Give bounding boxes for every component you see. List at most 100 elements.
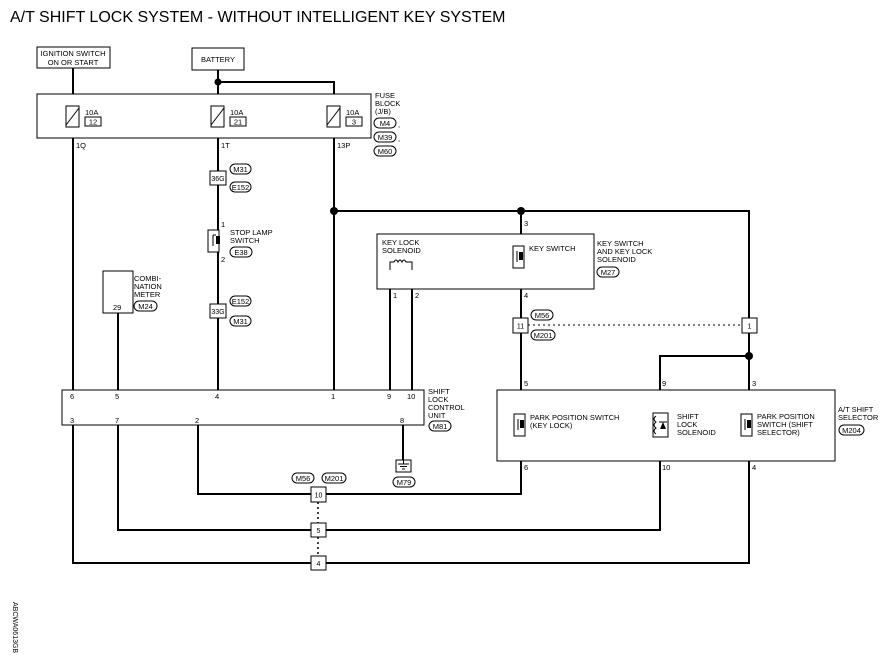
svg-text:2: 2 [415, 291, 419, 300]
battery-label: BATTERY [201, 55, 235, 64]
svg-text:6: 6 [70, 392, 74, 401]
svg-text:4: 4 [317, 561, 321, 568]
svg-text:SWITCH (SHIFT: SWITCH (SHIFT [757, 420, 813, 429]
svg-text:SHIFT: SHIFT [677, 412, 699, 421]
fuse-2: 10A 21 1T [210, 105, 247, 150]
svg-text:3: 3 [70, 416, 74, 425]
svg-text:,: , [398, 134, 400, 143]
side-code: ABCWA0613GB [11, 602, 18, 653]
svg-text:LOCK: LOCK [677, 420, 697, 429]
svg-text:4: 4 [524, 291, 528, 300]
svg-text:5: 5 [115, 392, 119, 401]
junction-dot [517, 207, 525, 215]
shift-lock-control-unit: 6 5 4 1 9 10 3 7 2 8 SHIFT LOCK CONTROL … [61, 387, 465, 432]
svg-text:8: 8 [400, 416, 404, 425]
connector-m79: M79 [397, 478, 412, 487]
fuse-3: 10A 3 13P [326, 105, 363, 150]
key-lock-solenoid-coil [389, 259, 413, 270]
svg-text:(KEY LOCK): (KEY LOCK) [530, 421, 573, 430]
connector-33g: 33G E152 M31 [209, 295, 252, 327]
connector-m60: M60 [378, 147, 393, 156]
svg-text:2: 2 [195, 416, 199, 425]
connector-e38: E38 [234, 248, 247, 257]
svg-text:5: 5 [524, 379, 528, 388]
svg-text:29: 29 [113, 303, 121, 312]
svg-text:3: 3 [352, 118, 356, 127]
svg-text:PARK POSITION SWITCH: PARK POSITION SWITCH [530, 413, 619, 422]
svg-text:SHIFT: SHIFT [428, 387, 450, 396]
at-shift-selector: 5 9 3 6 10 4 PARK POSITION SWITCH (KEY L… [496, 379, 879, 472]
svg-text:KEY SWITCH: KEY SWITCH [597, 239, 644, 248]
connector-m39: M39 [378, 133, 393, 142]
svg-text:PARK POSITION: PARK POSITION [757, 412, 815, 421]
svg-text:CONTROL: CONTROL [428, 403, 465, 412]
connector-36g: 36G M31 E152 [209, 163, 252, 193]
connector-m27: M27 [601, 268, 616, 277]
svg-text:3: 3 [524, 219, 528, 228]
svg-text:4: 4 [215, 392, 219, 401]
svg-text:1: 1 [221, 220, 225, 229]
svg-text:SOLENOID: SOLENOID [597, 255, 636, 264]
svg-text:SELECTOR): SELECTOR) [757, 428, 800, 437]
stop-lamp-switch: 1 2 STOP LAMP SWITCH E38 [207, 220, 273, 264]
svg-text:36G: 36G [211, 176, 224, 183]
svg-text:M56: M56 [296, 474, 311, 483]
svg-text:M56: M56 [535, 311, 550, 320]
svg-text:KEY SWITCH: KEY SWITCH [529, 244, 576, 253]
svg-text:9: 9 [387, 392, 391, 401]
svg-text:12: 12 [89, 118, 97, 127]
svg-text:,: , [398, 120, 400, 129]
svg-text:10A: 10A [230, 108, 243, 117]
joint-connector-11: 11 M56 M201 [512, 309, 556, 341]
ground-symbol: M79 [392, 459, 416, 488]
junction-dot [214, 78, 222, 86]
battery-box: BATTERY [191, 47, 245, 71]
svg-text:KEY LOCK: KEY LOCK [382, 238, 419, 247]
svg-text:M31: M31 [233, 165, 248, 174]
svg-text:2: 2 [221, 255, 225, 264]
svg-text:10: 10 [315, 493, 323, 500]
ignition-label-1: IGNITION SWITCH [41, 49, 106, 58]
svg-text:UNIT: UNIT [428, 411, 446, 420]
svg-text:10A: 10A [85, 108, 98, 117]
svg-text:METER: METER [134, 290, 161, 299]
joint-connector-1: 1 [741, 317, 758, 334]
ignition-switch-box: IGNITION SWITCH ON OR START [36, 46, 111, 69]
svg-text:1: 1 [748, 324, 752, 331]
svg-text:LOCK: LOCK [428, 395, 448, 404]
combination-meter: 29 COMBI- NATION METER M24 [102, 270, 162, 314]
svg-text:COMBI-: COMBI- [134, 274, 162, 283]
svg-text:1Q: 1Q [76, 141, 86, 150]
svg-text:11: 11 [517, 324, 524, 331]
svg-text:6: 6 [524, 463, 528, 472]
ignition-label-2: ON OR START [48, 58, 99, 67]
junction-dot [745, 352, 753, 360]
svg-text:SOLENOID: SOLENOID [677, 428, 716, 437]
svg-text:5: 5 [317, 528, 321, 535]
diagram-title: A/T SHIFT LOCK SYSTEM - WITHOUT INTELLIG… [10, 9, 506, 26]
joint-connector-bottom: M56 M201 10 5 4 [291, 472, 347, 571]
svg-text:M201: M201 [534, 331, 553, 340]
svg-text:SELECTOR: SELECTOR [838, 413, 879, 422]
svg-text:13P: 13P [337, 141, 350, 150]
svg-text:SWITCH: SWITCH [230, 236, 260, 245]
connector-m4: M4 [380, 119, 390, 128]
svg-text:BLOCK: BLOCK [375, 99, 400, 108]
key-switch-solenoid: 3 KEY LOCK SOLENOID 1 2 KEY SWITCH 4 KEY… [376, 219, 652, 300]
svg-text:21: 21 [234, 118, 242, 127]
svg-text:(J/B): (J/B) [375, 107, 391, 116]
svg-text:10: 10 [662, 463, 670, 472]
svg-text:10A: 10A [346, 108, 359, 117]
svg-text:1T: 1T [221, 141, 230, 150]
junction-dot [330, 207, 338, 215]
svg-text:A/T SHIFT: A/T SHIFT [838, 405, 874, 414]
svg-text:E152: E152 [232, 297, 250, 306]
fuse-1: 10A 12 1Q [65, 105, 102, 150]
svg-text:9: 9 [662, 379, 666, 388]
svg-text:M201: M201 [325, 474, 344, 483]
connector-m81: M81 [433, 422, 448, 431]
svg-text:4: 4 [752, 463, 756, 472]
svg-text:E152: E152 [232, 183, 250, 192]
svg-text:M31: M31 [233, 317, 248, 326]
